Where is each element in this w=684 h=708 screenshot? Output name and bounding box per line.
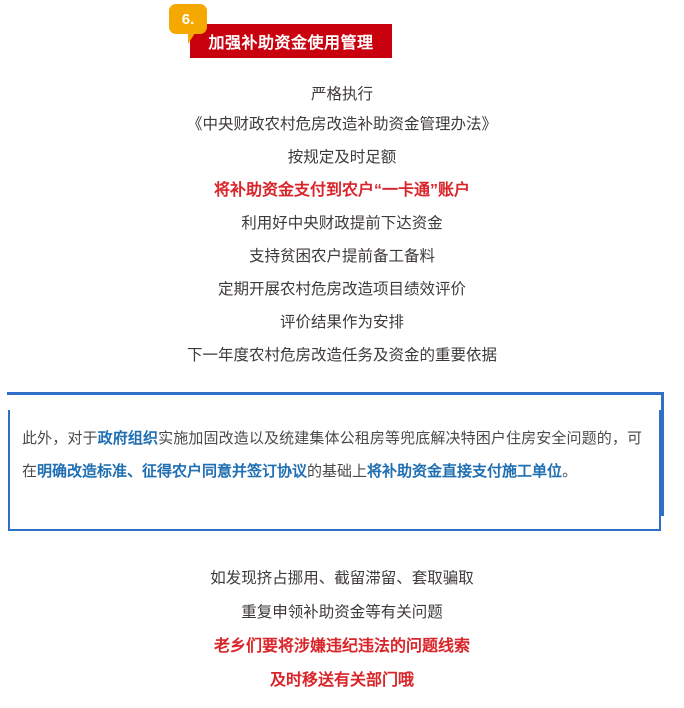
emphasis-text-line: 将补助资金支付到农户“一卡通”账户	[213, 181, 470, 199]
text-line-row: 定期开展农村危房改造项目绩效评价	[0, 273, 684, 306]
emphasis-text-line: 老乡们要将涉嫌违纪违法的问题线索	[213, 638, 470, 655]
section-number-badge: 6.	[169, 4, 207, 34]
body-text-line: 按规定及时足额	[287, 148, 397, 166]
body-text-line: 重复申领补助资金等有关问题	[241, 604, 443, 622]
body-text-line: 《中央财政农村危房改造补助资金管理办法》	[186, 115, 497, 133]
body-text-line: 如发现挤占挪用、截留滞留、套取骗取	[210, 570, 474, 588]
text-line-row: 按规定及时足额	[0, 141, 684, 174]
callout-frame-inner	[8, 410, 661, 531]
callout-plain-text: 的基础上	[307, 463, 368, 480]
body-text-line: 下一年度农村危房改造任务及资金的重要依据	[186, 346, 497, 364]
body-text-line: 利用好中央财政提前下达资金	[241, 214, 443, 232]
section-number-label: 6.	[181, 10, 195, 28]
callout-plain-text: 实施加固改造以及统建集体公租房等兜底解决特困户住房安全问题的，可在	[22, 430, 642, 480]
text-line-row: 严格执行	[0, 72, 684, 108]
text-line-row: 支持贫困农户提前备工备料	[0, 240, 684, 273]
text-line-row: 老乡们要将涉嫌违纪违法的问题线索	[0, 630, 684, 664]
section-title-banner: 加强补助资金使用管理	[190, 24, 392, 58]
body-text-line: 严格执行	[310, 85, 373, 103]
emphasis-text-line: 及时移送有关部门哦	[269, 672, 414, 689]
text-line-row: 及时移送有关部门哦	[0, 664, 684, 698]
callout-highlight-text: 政府组织	[97, 430, 159, 447]
callout-highlight-text: 将补助资金直接支付施工单位	[367, 463, 563, 480]
text-line-row: 如发现挤占挪用、截留滞留、套取骗取	[0, 562, 684, 596]
body-text-line: 支持贫困农户提前备工备料	[248, 247, 435, 265]
callout-box: 此外，对于政府组织实施加固改造以及统建集体公租房等兜底解决特困户住房安全问题的，…	[0, 386, 684, 556]
body-text-line: 评价结果作为安排	[279, 313, 404, 331]
callout-plain-text: 此外，对于	[22, 430, 98, 447]
callout-highlight-text: 明确改造标准、征得农户同意并签订协议	[37, 463, 308, 480]
text-line-row: 《中央财政农村危房改造补助资金管理办法》	[0, 108, 684, 141]
text-line-row: 重复申领补助资金等有关问题	[0, 596, 684, 630]
text-line-row: 将补助资金支付到农户“一卡通”账户	[0, 174, 684, 207]
top-text-block: 严格执行《中央财政农村危房改造补助资金管理办法》按规定及时足额将补助资金支付到农…	[0, 72, 684, 372]
text-line-row: 下一年度农村危房改造任务及资金的重要依据	[0, 339, 684, 372]
bottom-text-block: 如发现挤占挪用、截留滞留、套取骗取重复申领补助资金等有关问题老乡们要将涉嫌违纪违…	[0, 562, 684, 698]
body-text-line: 定期开展农村危房改造项目绩效评价	[217, 280, 466, 298]
callout-paragraph: 此外，对于政府组织实施加固改造以及统建集体公租房等兜底解决特困户住房安全问题的，…	[22, 422, 642, 488]
callout-frame-outer	[7, 392, 664, 516]
badge-tail-shape	[188, 30, 204, 44]
header-banner-section: 6. 加强补助资金使用管理	[0, 0, 684, 72]
text-line-row: 评价结果作为安排	[0, 306, 684, 339]
section-title-text: 加强补助资金使用管理	[208, 35, 374, 52]
text-line-row: 利用好中央财政提前下达资金	[0, 207, 684, 240]
callout-plain-text: 。	[562, 463, 578, 480]
